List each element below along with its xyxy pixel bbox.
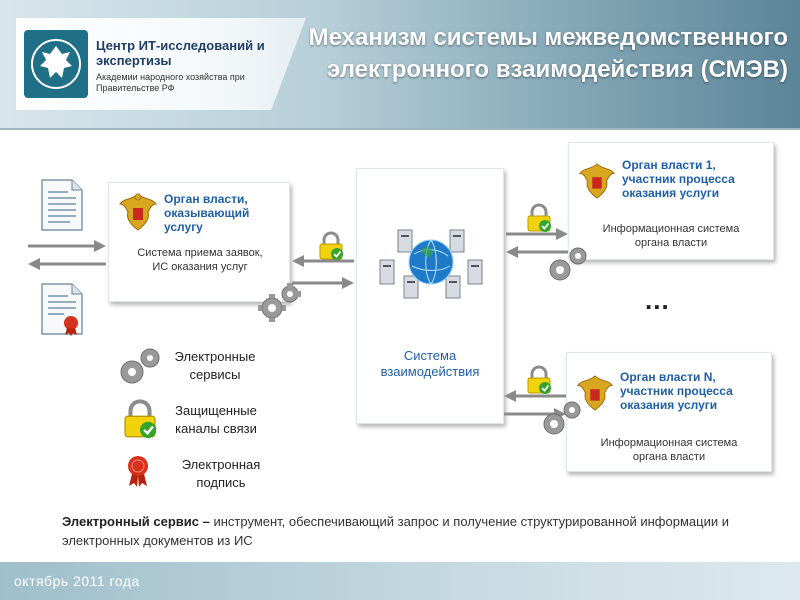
legend-channels-label: Защищенные каналы связи <box>166 402 266 438</box>
lock-icon-authority-n <box>526 366 552 394</box>
signed-document-icon <box>40 282 84 336</box>
org-logo-icon <box>24 30 88 98</box>
gears-icon-authority-1 <box>546 244 590 286</box>
legend-seal-icon <box>124 454 152 488</box>
request-arrow-left <box>28 240 106 270</box>
page-title: Механизм системы межведомственного элект… <box>298 22 788 86</box>
footer-band: октябрь 2011 года <box>0 562 800 600</box>
globe-network-icon <box>376 226 486 302</box>
authority-n-system-label: Информационная система органа власти <box>584 436 754 464</box>
lock-icon-authority-1 <box>526 204 552 232</box>
provider-authority-title: Орган власти, оказывающий услугу <box>164 192 284 234</box>
gears-icon-authority-n <box>540 398 584 440</box>
legend-gears-icon <box>118 346 162 388</box>
document-icon <box>40 178 84 232</box>
footer-date: октябрь 2011 года <box>14 573 140 589</box>
legend-services-label: Электронные сервисы <box>170 348 260 384</box>
definition-note: Электронный сервис – инструмент, обеспеч… <box>62 512 762 550</box>
definition-term: Электронный сервис – <box>62 514 210 529</box>
authority-1-title: Орган власти 1, участник процесса оказан… <box>622 158 770 200</box>
org-name: Центр ИТ-исследований и экспертизы <box>96 38 296 68</box>
authority-n-title: Орган власти N, участник процесса оказан… <box>620 370 768 412</box>
emblem-icon-authority-1 <box>578 160 616 202</box>
authority-1-system-label: Информационная система органа власти <box>586 222 756 250</box>
header-divider <box>0 128 800 130</box>
provider-system-label: Система приема заявок, ИС оказания услуг <box>130 246 270 274</box>
legend-signature-label: Электронная подпись <box>166 456 276 492</box>
lock-icon <box>318 232 344 260</box>
emblem-icon <box>118 190 158 234</box>
more-authorities-ellipsis: ... <box>645 285 670 316</box>
interaction-system-title: Система взаимодействия <box>366 348 494 380</box>
org-affiliation: Академии народного хозяйства при Правите… <box>96 72 296 94</box>
legend-lock-icon <box>122 400 158 438</box>
channel-arrow-left-center <box>292 255 354 289</box>
